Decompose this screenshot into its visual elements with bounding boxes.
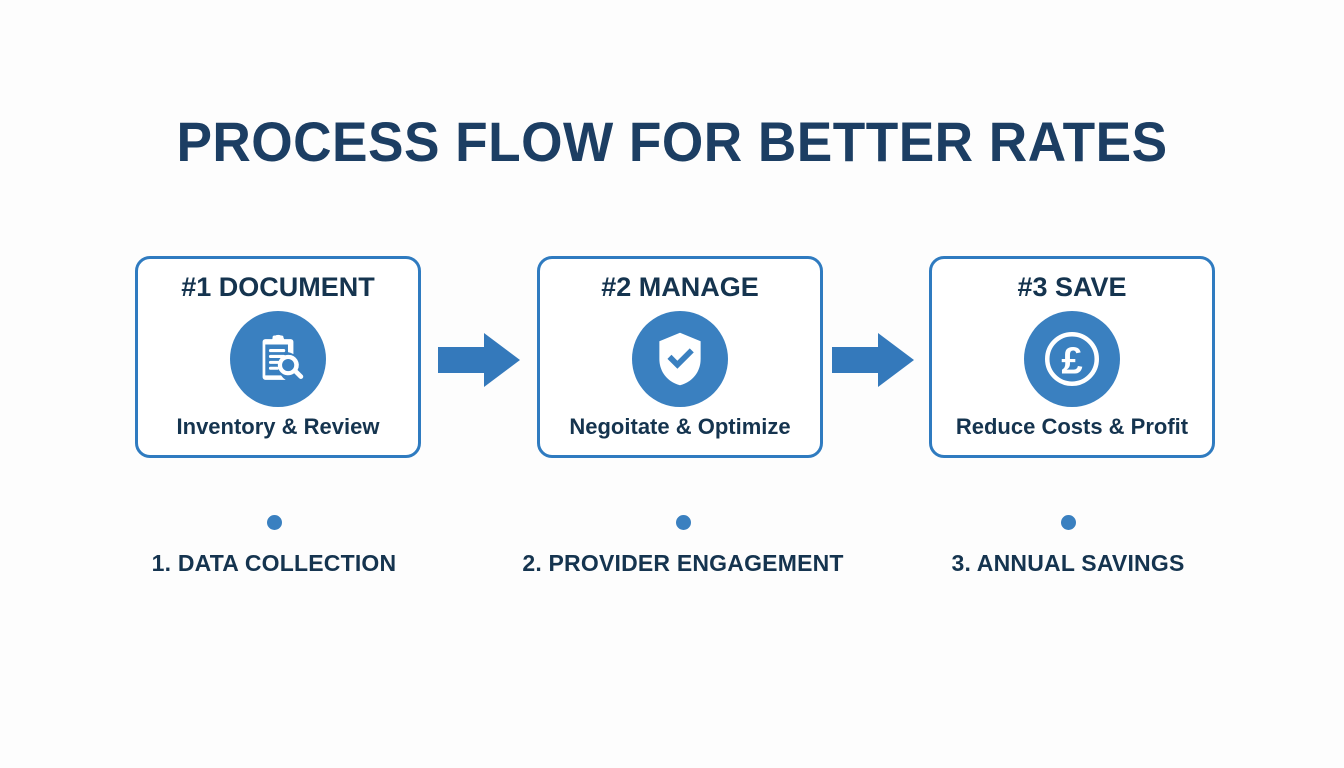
clipboard-search-icon bbox=[230, 310, 326, 407]
step-label: 3. ANNUAL SAVINGS bbox=[951, 550, 1185, 576]
process-cards-row: #1 DOCUMENT Inventory & Review bbox=[135, 256, 1216, 458]
card-title: #3 SAVE bbox=[1017, 272, 1127, 302]
step-marker-provider-engagement: 2. PROVIDER ENGAGEMENT bbox=[473, 515, 893, 575]
step-label: 1. DATA COLLECTION bbox=[151, 550, 397, 576]
arrow-right-icon bbox=[832, 333, 914, 387]
process-card-manage[interactable]: #2 MANAGE Negoitate & Optimize bbox=[537, 256, 823, 458]
card-caption: Inventory & Review bbox=[176, 413, 380, 439]
step-label: 2. PROVIDER ENGAGEMENT bbox=[522, 550, 844, 576]
process-card-save[interactable]: #3 SAVE £ Reduce Costs & Profit bbox=[929, 256, 1215, 458]
step-dot-icon bbox=[675, 515, 691, 530]
pound-coin-icon: £ bbox=[1024, 310, 1120, 407]
card-title: #2 MANAGE bbox=[601, 272, 759, 302]
step-marker-data-collection: 1. DATA COLLECTION bbox=[64, 515, 484, 575]
svg-text:£: £ bbox=[1061, 339, 1082, 382]
card-title: #1 DOCUMENT bbox=[181, 272, 375, 302]
page-title: PROCESS FLOW FOR BETTER RATES bbox=[176, 110, 1168, 173]
card-caption: Negoitate & Optimize bbox=[569, 413, 791, 439]
step-dot-icon bbox=[266, 515, 282, 530]
arrow-right-icon bbox=[438, 333, 520, 387]
step-markers-row: 1. DATA COLLECTION 2. PROVIDER ENGAGEMEN… bbox=[0, 515, 1344, 605]
process-card-document[interactable]: #1 DOCUMENT Inventory & Review bbox=[135, 256, 421, 458]
card-caption: Reduce Costs & Profit bbox=[955, 413, 1189, 439]
step-dot-icon bbox=[1060, 515, 1076, 530]
step-marker-annual-savings: 3. ANNUAL SAVINGS bbox=[858, 515, 1278, 575]
shield-check-icon bbox=[632, 310, 728, 407]
